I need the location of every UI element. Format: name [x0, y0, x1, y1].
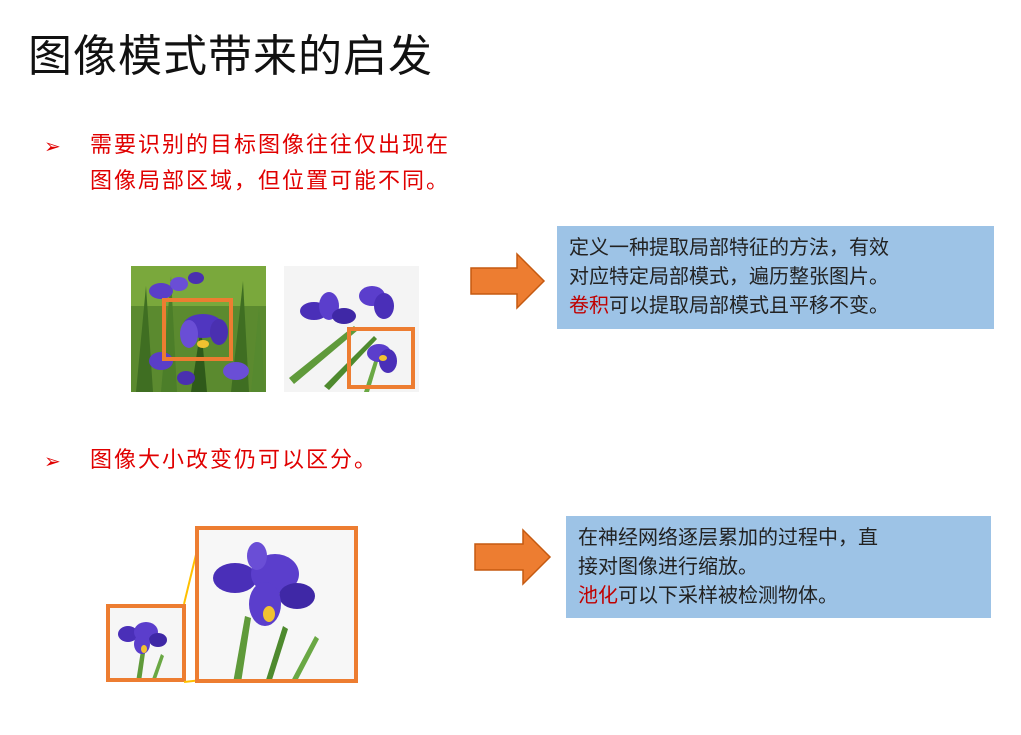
note-line-rest: 可以下采样被检测物体。	[618, 583, 838, 607]
bullet-position-varies: ➢ 需要识别的目标图像往往仅出现在 图像局部区域，但位置可能不同。	[90, 128, 450, 200]
page-title: 图像模式带来的启发	[28, 20, 433, 84]
pooling-note: 在神经网络逐层累加的过程中，直 接对图像进行缩放。 池化可以下采样被检测物体。	[566, 516, 991, 618]
arrowhead-bullet-icon: ➢	[44, 128, 63, 164]
note-line: 定义一种提取局部特征的方法，有效	[569, 233, 982, 262]
convolution-note: 定义一种提取局部特征的方法，有效 对应特定局部模式，遍历整张图片。 卷积可以提取…	[557, 226, 994, 329]
local-pattern-frame	[347, 327, 415, 389]
note-line-rest: 可以提取局部模式且平移不变。	[609, 293, 889, 317]
note-line: 池化可以下采样被检测物体。	[578, 581, 979, 610]
iris-large-photo	[195, 526, 358, 683]
convolution-term: 卷积	[569, 293, 609, 317]
local-pattern-frame	[162, 298, 233, 361]
bullet-text-line: 图像局部区域，但位置可能不同。	[90, 164, 450, 200]
iris-white-photo	[284, 266, 419, 392]
right-arrow-icon	[474, 528, 552, 586]
iris-field-photo	[131, 266, 266, 392]
note-line: 接对图像进行缩放。	[578, 552, 979, 581]
arrowhead-bullet-icon: ➢	[44, 443, 63, 479]
scale-frame-large	[195, 526, 358, 683]
bullet-text-line: 需要识别的目标图像往往仅出现在	[90, 128, 450, 164]
iris-small-photo	[106, 604, 186, 682]
pooling-term: 池化	[578, 583, 618, 607]
note-line: 卷积可以提取局部模式且平移不变。	[569, 291, 982, 320]
note-line: 在神经网络逐层累加的过程中，直	[578, 523, 979, 552]
bullet-text-line: 图像大小改变仍可以区分。	[90, 443, 378, 479]
scale-frame-small	[106, 604, 186, 682]
note-line: 对应特定局部模式，遍历整张图片。	[569, 262, 982, 291]
right-arrow-icon	[470, 252, 546, 310]
bullet-scale-invariant: ➢ 图像大小改变仍可以区分。	[90, 443, 378, 479]
